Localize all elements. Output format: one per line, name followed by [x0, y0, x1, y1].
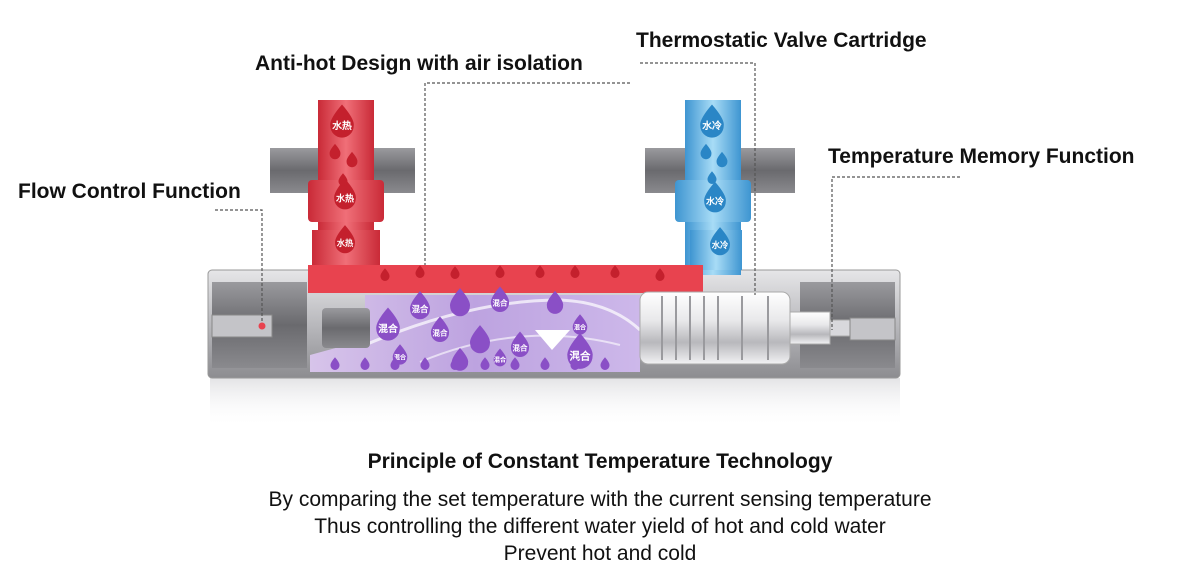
callout-anti-hot: Anti-hot Design with air isolation [255, 52, 583, 75]
mix-drop [546, 290, 564, 314]
mix-drop: 混合 [493, 348, 507, 367]
mix-drop [450, 288, 470, 317]
svg-text:混合: 混合 [412, 304, 429, 314]
svg-text:水冷: 水冷 [711, 240, 729, 250]
mix-drop: 混合 [376, 307, 400, 341]
caption-line-3: Prevent hot and cold [503, 542, 697, 565]
valve-cartridge [639, 291, 853, 365]
svg-text:水热: 水热 [332, 119, 352, 132]
hot-drop: 水热 [334, 178, 356, 210]
hot-drop-small [329, 143, 341, 160]
leader-dot-anti-hot [422, 265, 428, 271]
callout-flow-control: Flow Control Function [18, 180, 241, 203]
mix-channel-drop [510, 357, 520, 370]
callout-temp-memory: Temperature Memory Function [828, 145, 1135, 168]
caption-line-1: By comparing the set temperature with th… [268, 488, 932, 511]
leader-thermostatic [640, 62, 756, 295]
flow-control-stem [211, 314, 273, 338]
mix-arrow [535, 330, 570, 350]
svg-text:混合: 混合 [378, 322, 398, 335]
reflection [210, 378, 900, 428]
caption-line-2: Thus controlling the different water yie… [314, 515, 886, 538]
svg-text:混合: 混合 [494, 356, 507, 364]
mix-channel-drop [450, 357, 460, 370]
mix-channel-drop [420, 357, 430, 370]
hot-channel-drop [415, 265, 425, 278]
mix-drop: 混合 [410, 291, 430, 320]
hot-channel-drop [380, 268, 390, 281]
hot-water-channel [308, 265, 703, 293]
cold-drop-small [700, 143, 712, 160]
mix-channel-drop [570, 357, 580, 370]
svg-text:水冷: 水冷 [706, 196, 724, 208]
caption-title: Principle of Constant Temperature Techno… [367, 450, 833, 473]
leader-dot-flow [258, 322, 266, 330]
mix-drop: 混合 [430, 316, 450, 342]
cold-drop: 水冷 [704, 181, 726, 213]
mix-channel-drop [360, 357, 370, 370]
svg-text:水冷: 水冷 [702, 119, 722, 132]
mix-channel-drop [480, 357, 490, 370]
temperature-stem [849, 317, 896, 341]
cold-drop: 水冷 [700, 104, 724, 138]
svg-text:水热: 水热 [336, 193, 354, 205]
svg-text:混合: 混合 [394, 353, 407, 361]
piston [322, 308, 370, 348]
mix-channel-drop [390, 357, 400, 370]
mix-channel-drop [330, 357, 340, 370]
hot-channel-drop [655, 268, 665, 281]
cold-drop: 水冷 [710, 227, 730, 256]
mix-drop: 混合 [572, 314, 588, 335]
hot-drop: 水热 [330, 104, 354, 138]
mix-drop: 混合 [510, 331, 530, 357]
leader-temp-memory [831, 176, 960, 330]
svg-text:混合: 混合 [513, 343, 528, 353]
hot-channel-drop [570, 265, 580, 278]
mix-channel-drop [540, 357, 550, 370]
hot-channel-drop [450, 266, 460, 279]
mix-drop [470, 325, 490, 354]
mix-flow-arc [364, 298, 642, 347]
mix-channel-drop [600, 357, 610, 370]
svg-text:混合: 混合 [433, 328, 448, 338]
leader-flow-control [215, 209, 263, 326]
hot-channel-drop [495, 265, 505, 278]
svg-text:混合: 混合 [574, 323, 587, 331]
svg-text:水热: 水热 [336, 238, 354, 248]
hot-channel-drop [610, 265, 620, 278]
cold-drop-small [707, 171, 717, 184]
leader-anti-hot [424, 82, 630, 268]
svg-text:混合: 混合 [493, 298, 508, 308]
hot-drop: 水热 [335, 225, 355, 254]
hot-drop-small [338, 173, 348, 186]
mix-drop: 混合 [490, 286, 510, 312]
hot-drop-small [346, 151, 358, 168]
callout-thermostatic: Thermostatic Valve Cartridge [636, 29, 927, 52]
hot-channel-drop [535, 265, 545, 278]
cold-drop-small [716, 151, 728, 168]
